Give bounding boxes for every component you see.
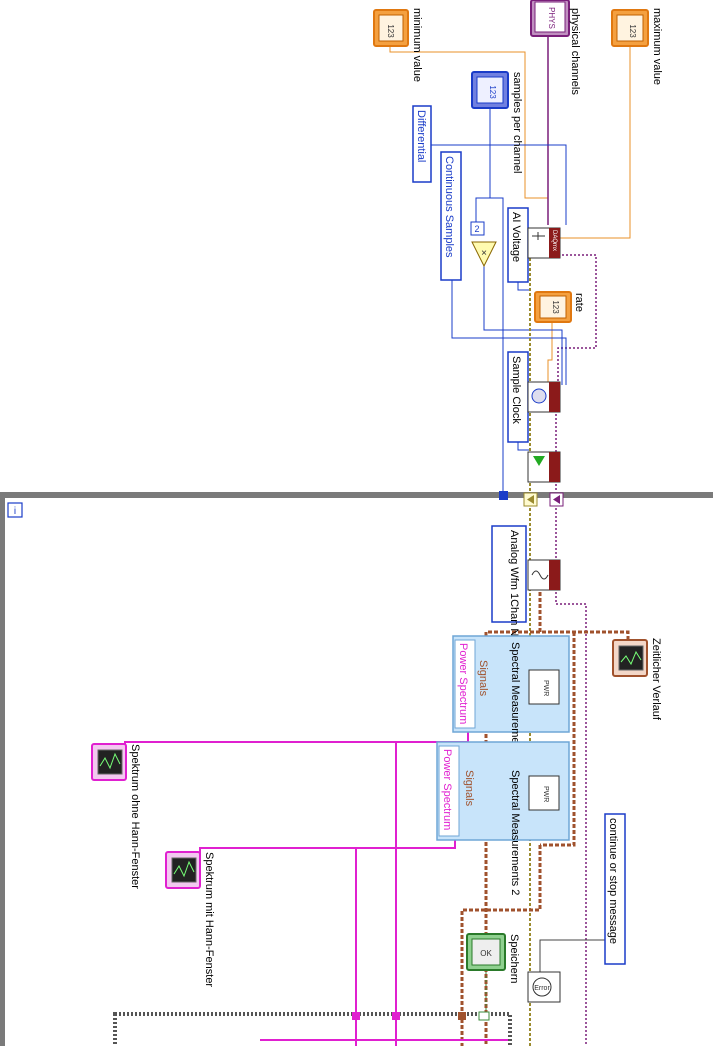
continuous-samples-constant[interactable]: Continuous Samples	[440, 151, 462, 281]
ai-voltage-wire	[517, 280, 530, 291]
multiply-node[interactable]: ×	[471, 241, 497, 268]
svg-text:Analog Wfm 1Chan NSamp: Analog Wfm 1Chan NSamp	[508, 530, 520, 665]
physical-channels-control[interactable]: PHYS	[530, 0, 570, 37]
spectral-measurements-2[interactable]: PWR Spectral Measurements 2 Signals Powe…	[436, 741, 570, 895]
stop-message-wire	[539, 939, 605, 975]
svg-text:Signals: Signals	[463, 770, 475, 807]
error-handler[interactable]: Error	[527, 971, 561, 1003]
cont-samples-wire	[451, 280, 567, 385]
spektrum-ohne-label: Spektrum ohne Hann-Fenster	[129, 744, 141, 889]
inner-tunnel-3	[458, 1012, 466, 1020]
svg-text:2: 2	[474, 224, 479, 234]
task-wire-1	[557, 254, 597, 385]
inner-structure	[113, 1012, 512, 1046]
svg-text:Spectral Measurements 2: Spectral Measurements 2	[509, 770, 521, 895]
svg-text:Power Spectrum: Power Spectrum	[457, 643, 469, 724]
dynamic-wire-left	[484, 630, 540, 1046]
zeitlicher-verlauf-indicator	[612, 639, 648, 677]
graph-icon	[99, 752, 121, 770]
error-icon	[532, 977, 552, 997]
loop-iteration-terminal	[7, 502, 23, 518]
daqmx-read[interactable]	[527, 559, 561, 591]
spektrum-mit-indicator	[165, 851, 201, 889]
dynamic-wire-main	[538, 592, 630, 640]
mult-out	[483, 265, 563, 385]
rate-control[interactable]: 123	[534, 291, 572, 323]
tunnel-task-arrow	[553, 495, 560, 504]
svg-text:Sample Clock: Sample Clock	[510, 356, 522, 424]
svg-text:Power Spectrum: Power Spectrum	[441, 749, 453, 830]
speichern-button[interactable]: OK	[466, 933, 506, 971]
daqmx-start-task[interactable]	[527, 451, 561, 483]
rate-wire	[547, 320, 553, 385]
svg-text:Signals: Signals	[477, 660, 489, 697]
svg-text:AI Voltage: AI Voltage	[510, 212, 522, 262]
daqmx-timing[interactable]	[527, 381, 561, 413]
rate-label: rate	[573, 293, 585, 312]
maximum-value-control[interactable]: 123	[611, 9, 649, 47]
start-icon	[533, 456, 545, 466]
dynamic-wire-bottom	[460, 845, 542, 1046]
svg-text:Spectral Measurements: Spectral Measurements	[509, 642, 521, 759]
svg-text:PHYS: PHYS	[547, 7, 556, 29]
svg-text:123: 123	[386, 24, 395, 38]
svg-text:PWR: PWR	[542, 680, 549, 696]
spektrum-ohne-indicator	[91, 743, 127, 781]
minimum-value-control[interactable]: 123	[373, 9, 409, 47]
read-icon	[531, 570, 549, 580]
constant-2[interactable]: 2	[470, 221, 485, 236]
samples-per-channel-label: samples per channel	[511, 72, 523, 174]
minimum-value-label: minimum value	[411, 8, 423, 82]
sample-clock-wire	[517, 440, 530, 451]
continue-stop-message-constant[interactable]: continue or stop message	[604, 813, 626, 965]
create-channel-icon	[532, 232, 545, 240]
dynamic-wire-right	[540, 632, 576, 847]
svg-text:123: 123	[551, 300, 560, 314]
svg-text:×: ×	[481, 248, 487, 259]
wires	[124, 32, 631, 1046]
inner-tunnel-2	[392, 1012, 400, 1020]
svg-text:Continuous Samples: Continuous Samples	[443, 156, 455, 258]
maximum-value-label: maximum value	[651, 8, 663, 85]
min-value-wire	[389, 40, 548, 199]
svg-text:123: 123	[628, 24, 637, 38]
clock-icon	[531, 388, 547, 404]
samples-per-channel-control[interactable]: 123	[471, 71, 509, 109]
svg-text:continue or stop message: continue or stop message	[607, 818, 619, 944]
graph-icon	[173, 860, 195, 878]
spektrum-mit-label: Spektrum mit Hann-Fenster	[203, 852, 215, 987]
sample-clock-selector[interactable]: Sample Clock	[507, 351, 529, 443]
differential-constant[interactable]: Differential	[412, 105, 432, 183]
inner-tunnel-4	[478, 1011, 490, 1021]
spectral-measurements-1[interactable]: PWR Spectral Measurements Signals Power …	[452, 635, 570, 759]
samples-wire	[489, 105, 504, 495]
loop-iteration-label: i	[14, 506, 16, 517]
tunnel-error-arrow	[527, 495, 534, 504]
svg-text:DAQmx: DAQmx	[551, 230, 557, 251]
analog-read-selector[interactable]: Analog Wfm 1Chan NSamp	[491, 525, 527, 665]
spectrum1-wire	[124, 730, 469, 748]
inner-tunnel-1	[352, 1012, 360, 1020]
task-wire-4	[555, 592, 587, 1046]
tunnel-samples	[499, 491, 508, 500]
while-loop: i	[0, 491, 713, 1046]
spectrum2-wire	[199, 838, 456, 856]
zeitlicher-verlauf-label: Zeitlicher Verlauf	[650, 638, 662, 721]
graph-icon	[620, 650, 642, 666]
svg-text:123: 123	[488, 85, 497, 99]
ai-voltage-selector[interactable]: AI Voltage	[507, 207, 529, 283]
svg-text:Error: Error	[534, 985, 550, 992]
speichern-label: Speichern	[508, 934, 520, 984]
max-value-wire	[558, 40, 631, 239]
svg-text:OK: OK	[480, 949, 492, 958]
svg-text:PWR: PWR	[542, 786, 549, 802]
physical-channels-label: physical channels	[569, 8, 581, 95]
daqmx-create-channel[interactable]: DAQmx	[527, 227, 561, 259]
svg-text:Differential: Differential	[415, 110, 427, 162]
